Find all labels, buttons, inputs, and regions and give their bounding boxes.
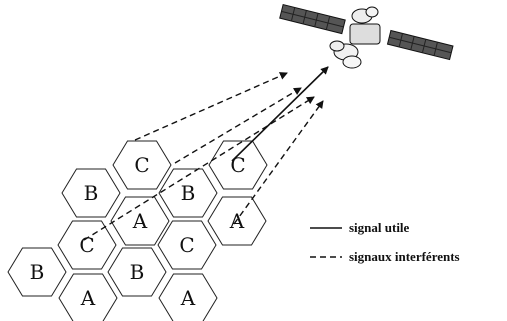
hexagon-shape [112,140,172,190]
signal-arrows [83,66,329,241]
hex-cell-c1: C [112,140,172,190]
interfering-signal-arrow-3 [83,96,315,241]
cell-letter: B [84,181,99,205]
hex-cell-c3: B [61,168,121,218]
interfering-signal-arrow-2 [174,87,302,164]
cell-letter: B [130,260,145,284]
useful-signal-arrow [231,66,329,162]
hexagon-shape [57,220,117,270]
hex-cell-c9: B [7,247,67,297]
hexagon-shape [58,273,118,321]
hexagon-shape [110,196,170,246]
cell-letter: C [179,233,194,257]
cell-letter: A [180,286,196,310]
hexagon-shape [158,168,218,218]
hex-cell-c10: B [107,247,167,297]
hex-cell-c7: C [57,220,117,270]
hex-cell-c12: A [158,273,218,321]
hexagon-shape [7,247,67,297]
hex-grid: CCBBAACCBBAA [7,140,268,321]
cell-letter: A [80,286,96,310]
hex-cell-c11: A [58,273,118,321]
legend-solid-label: signal utile [349,220,410,235]
cell-letter: C [134,153,149,177]
hexagon-shape [157,220,217,270]
legend: signal utile signaux interférents [310,220,460,264]
hex-cell-c5: A [110,196,170,246]
hex-cell-c8: C [157,220,217,270]
cell-letter: B [30,260,45,284]
cell-letter: C [79,233,94,257]
interfering-signal-arrow-1 [134,72,288,141]
hexagon-shape [61,168,121,218]
satellite-icon [279,3,454,69]
cell-letter: A [132,209,148,233]
cell-letter: C [230,153,245,177]
interfering-signal-arrow-4 [233,100,324,225]
legend-dashed-label: signaux interférents [349,249,460,264]
cell-letter: B [181,181,196,205]
hex-cell-c2: C [208,140,268,190]
hexagon-shape [107,247,167,297]
hex-cell-c4: B [158,168,218,218]
hexagon-shape [158,273,218,321]
